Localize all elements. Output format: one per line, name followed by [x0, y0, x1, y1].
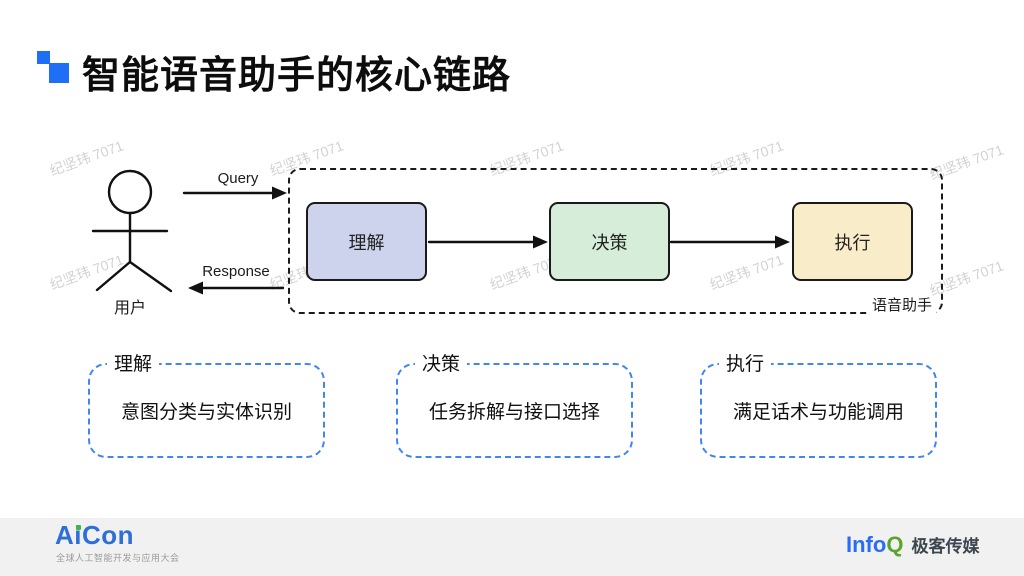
detail-card-content: 任务拆解与接口选择: [428, 402, 600, 423]
infoq-logo-text: InfoQ: [846, 531, 904, 557]
title-bullet-icon: [49, 63, 69, 83]
user-figure-and-arrows: [91, 169, 790, 295]
page-title: 智能语音助手的核心链路: [82, 55, 512, 97]
assistant-label: 语音助手: [867, 297, 936, 314]
stage-box-understand: 理解: [306, 202, 427, 281]
title-bullet-icon: [37, 51, 50, 64]
query-label: Query: [217, 170, 259, 187]
detail-card-content: 意图分类与实体识别: [120, 402, 292, 423]
detail-card-decide: 决策 任务拆解与接口选择: [396, 354, 633, 458]
stage-box-decide: 决策: [549, 202, 670, 281]
aicon-logo: AiCon: [55, 521, 134, 549]
infoq-media-label: 极客传媒: [911, 537, 980, 556]
user-head: [107, 169, 153, 215]
aicon-subtitle: 全球人工智能开发与应用大会: [56, 553, 180, 563]
aicon-logo-text: AiCon: [55, 520, 135, 550]
aicon-logo-dot-icon: [76, 525, 81, 530]
response-label: Response: [202, 263, 270, 280]
user-label: 用户: [113, 300, 146, 317]
assistant-container: 语音助手: [288, 168, 943, 314]
detail-card-title: 理解: [107, 354, 160, 376]
detail-card-content: 满足话术与功能调用: [732, 402, 904, 423]
detail-card-understand: 理解 意图分类与实体识别: [88, 354, 325, 458]
footer-bar: [0, 518, 1024, 576]
detail-card-execute: 执行 满足话术与功能调用: [700, 354, 937, 458]
detail-card-title: 决策: [415, 354, 468, 376]
detail-card-title: 执行: [719, 354, 772, 376]
stage-box-execute: 执行: [792, 202, 913, 281]
infoq-logo: InfoQ 极客传媒: [846, 532, 979, 557]
